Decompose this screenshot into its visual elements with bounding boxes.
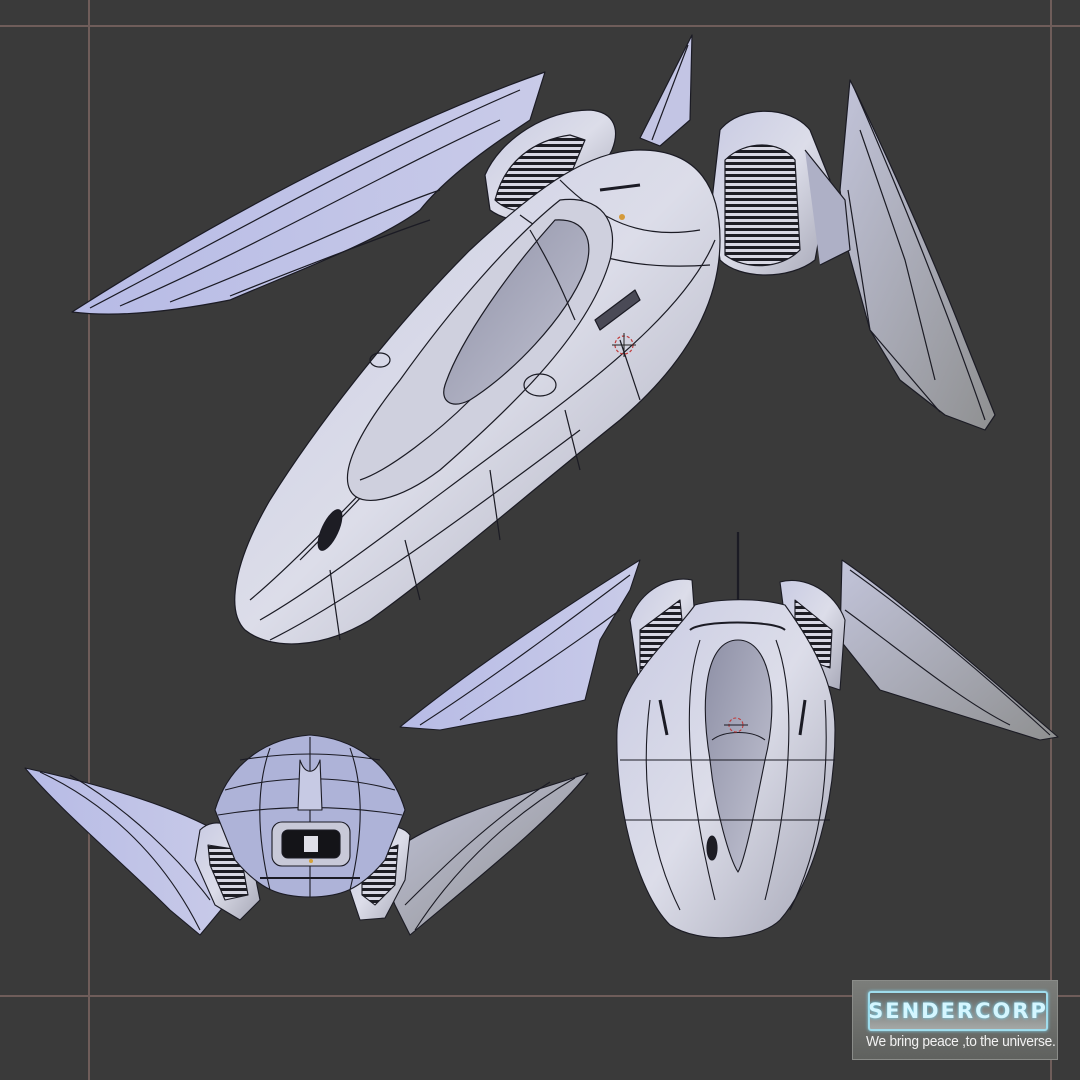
sendercorp-watermark: SENDERCORP We bring peace ,to the univer… [852, 980, 1058, 1060]
three-quarter-view [71, 34, 996, 645]
top-view [399, 532, 1059, 939]
front-view [24, 734, 589, 936]
guide-line-bottom [0, 995, 1080, 997]
watermark-tagline: We bring peace ,to the universe. [866, 1033, 1056, 1050]
guide-line-left [88, 0, 90, 1080]
guide-line-right [1050, 0, 1052, 1080]
guide-line-top [0, 25, 1080, 27]
watermark-logo-box: SENDERCORP [868, 991, 1048, 1031]
watermark-logo-text: SENDERCORP [868, 999, 1048, 1023]
